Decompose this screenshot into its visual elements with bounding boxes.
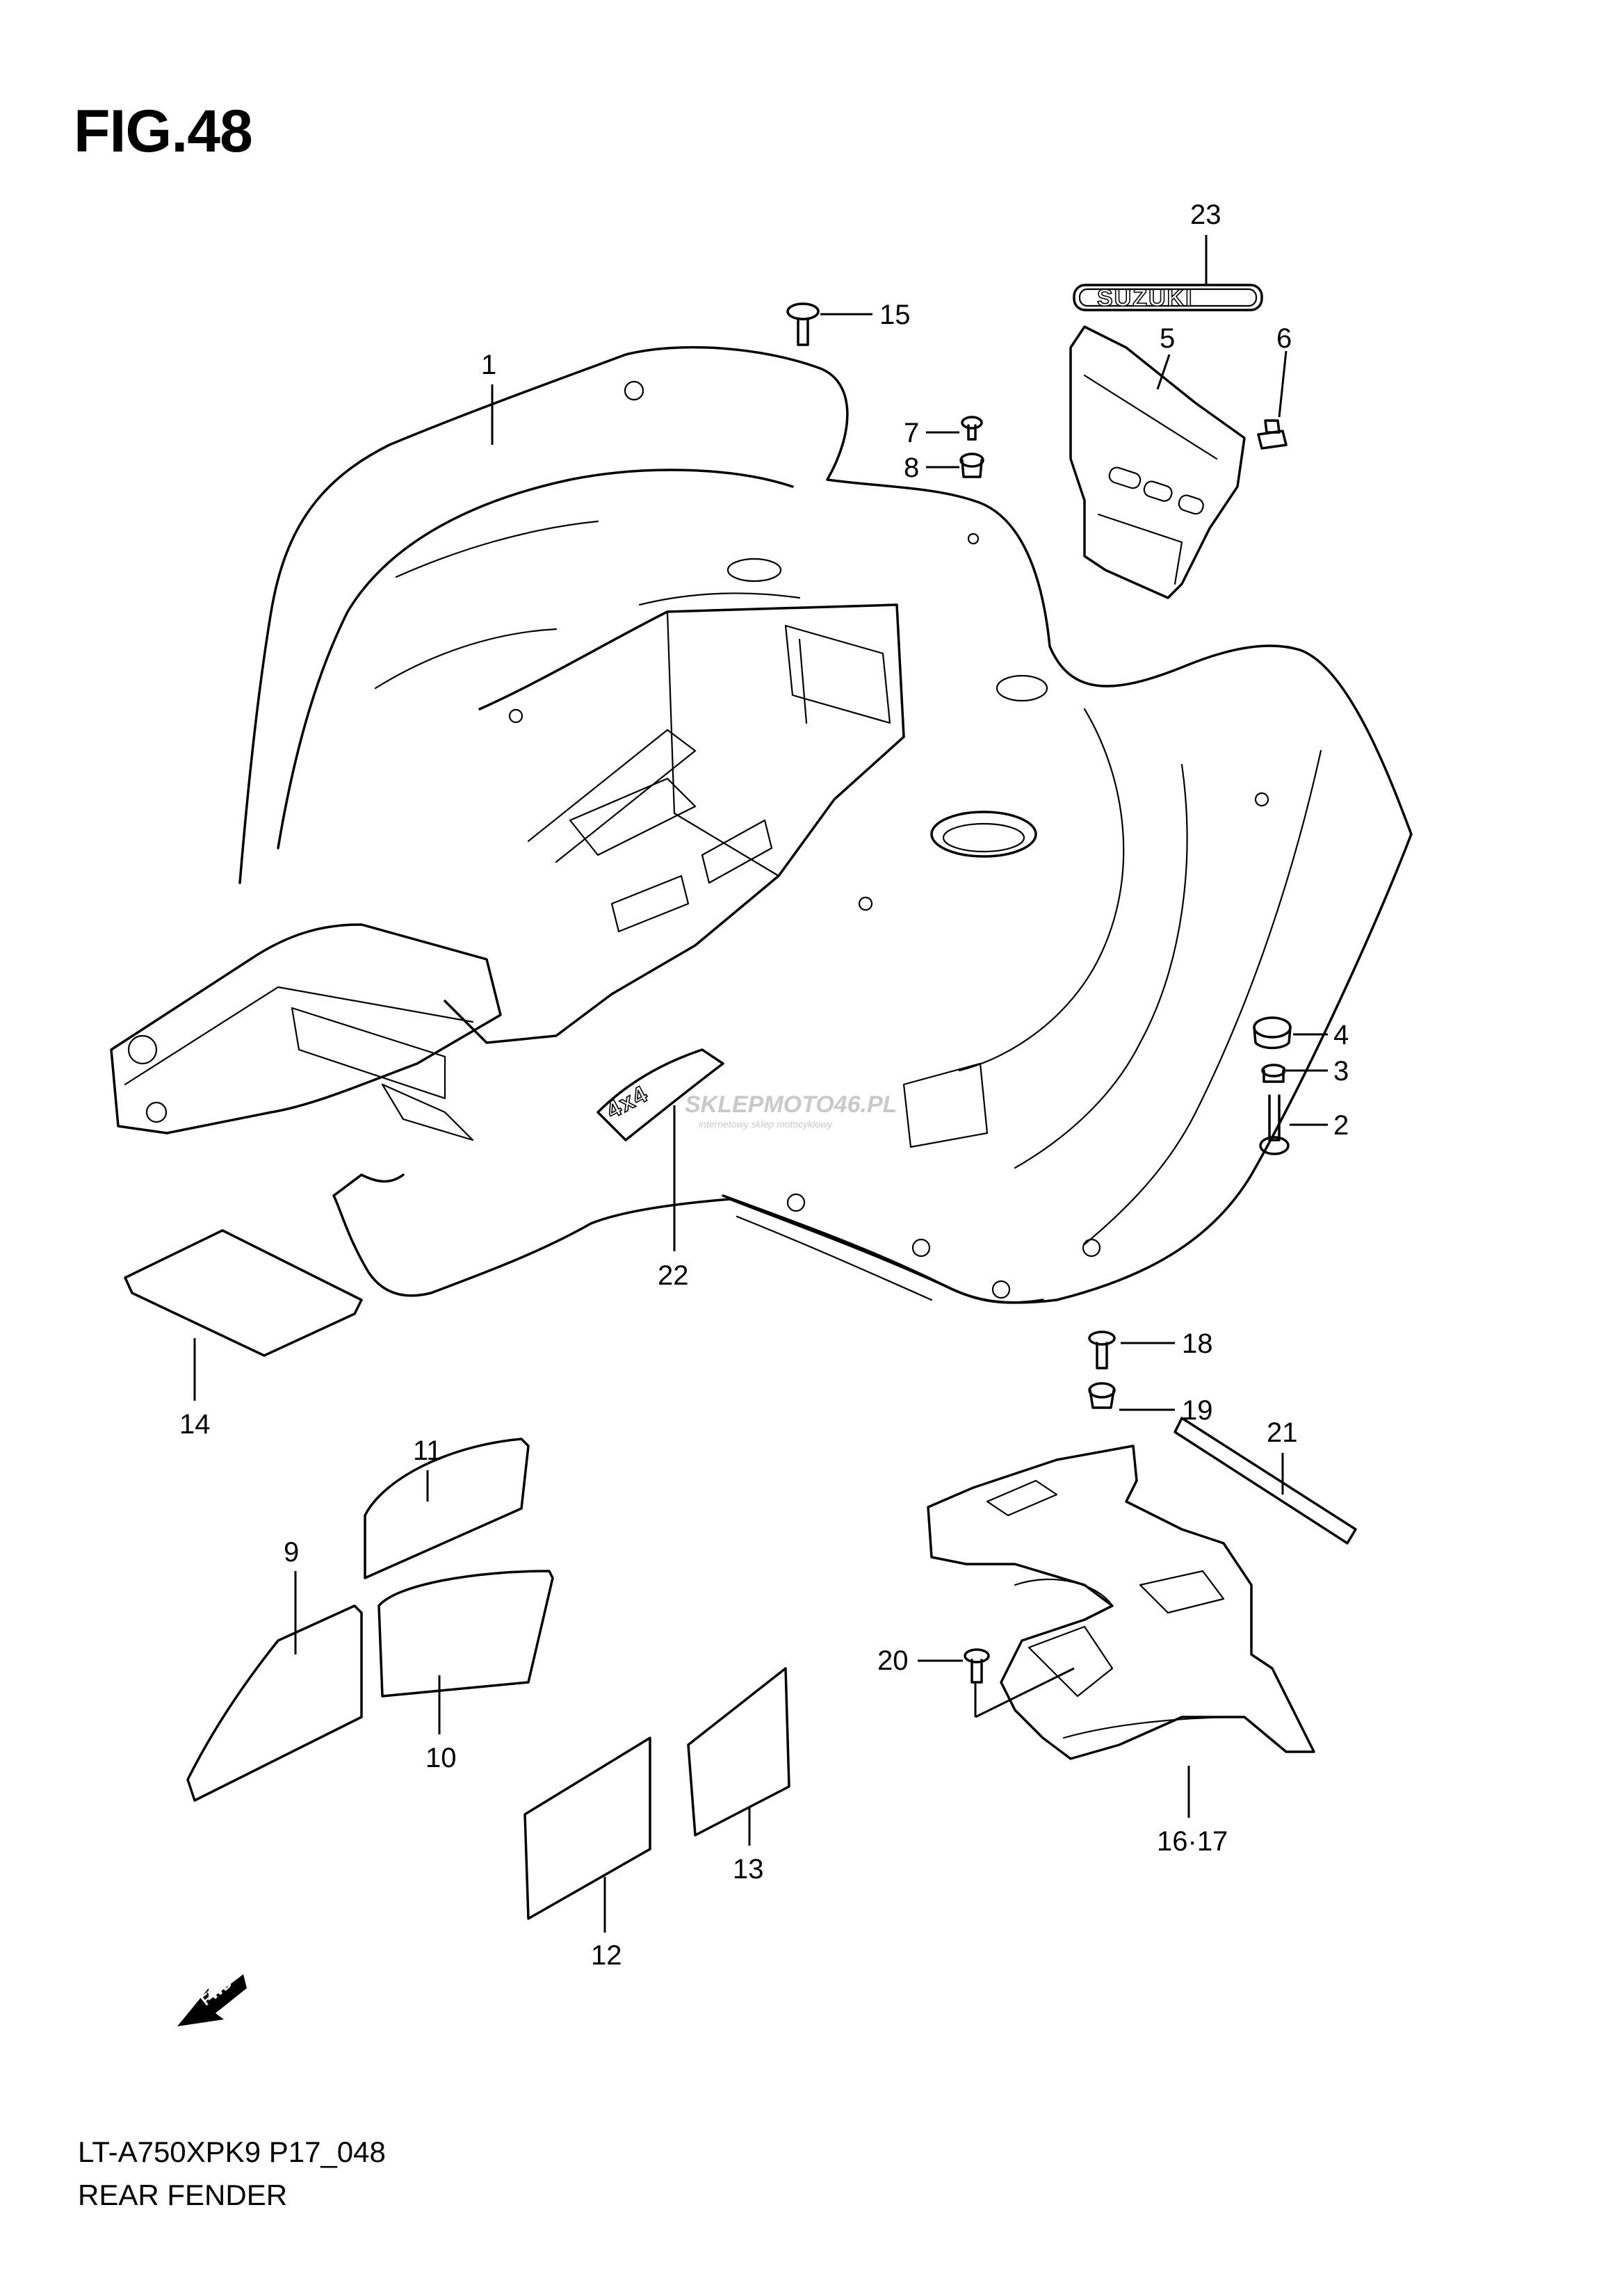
callout-19: 19	[1182, 1395, 1213, 1426]
watermark-subtext: internetowy sklep motocyklowy	[699, 1118, 833, 1130]
pad-12	[523, 1736, 651, 1920]
collar-3	[1261, 1064, 1286, 1083]
callout-14: 14	[179, 1409, 211, 1440]
leader-lines	[193, 235, 1328, 1933]
bolt-15	[786, 302, 820, 346]
callout-12: 12	[591, 1940, 622, 1971]
callout-16-17: 16·17	[1157, 1826, 1228, 1857]
pad-14	[124, 1229, 363, 1357]
callout-11: 11	[413, 1435, 442, 1466]
rear-fender-main: 4x4	[110, 345, 1413, 1304]
figure-title: FIG.48	[74, 98, 253, 165]
callout-5: 5	[1160, 323, 1175, 354]
callout-6: 6	[1276, 323, 1292, 354]
watermark: SKLEPMOTO46.PL internetowy sklep motocyk…	[685, 1091, 897, 1130]
grommet-4	[1253, 1016, 1292, 1050]
pad-9	[186, 1604, 363, 1802]
callout-1: 1	[481, 350, 496, 380]
strip-23	[1174, 1417, 1357, 1545]
decal-4x4-text: 4x4	[602, 1080, 653, 1124]
callout-23: 21	[1267, 1417, 1298, 1448]
mud-guard-16-17	[927, 1445, 1315, 1760]
callout-2: 2	[1333, 1110, 1349, 1141]
pad-13	[687, 1667, 790, 1837]
clip-6	[1257, 419, 1288, 450]
callout-4: 4	[1333, 1020, 1349, 1050]
emblem-text: SUZUKI	[1097, 285, 1194, 311]
nut-8	[959, 453, 984, 478]
callout-22: 23	[1190, 200, 1221, 230]
callout-21: 22	[658, 1260, 689, 1291]
section-name: REAR FENDER	[78, 2179, 288, 2211]
callout-3: 3	[1333, 1056, 1349, 1087]
license-bracket	[1069, 325, 1246, 599]
screw-18	[1088, 1331, 1116, 1369]
callout-10: 10	[425, 1743, 457, 1773]
bolt-2	[1259, 1094, 1290, 1155]
callout-20: 20	[877, 1645, 909, 1676]
screw-20	[964, 1648, 990, 1684]
watermark-text: SKLEPMOTO46.PL	[685, 1091, 897, 1118]
fwd-indicator: FWD	[177, 1974, 247, 2026]
callout-9: 9	[284, 1537, 299, 1568]
suzuki-emblem: SUZUKI	[1073, 284, 1263, 312]
callout-18: 18	[1182, 1328, 1213, 1359]
screw-7	[961, 416, 983, 441]
callout-8: 8	[904, 453, 919, 483]
callout-13: 13	[733, 1854, 764, 1885]
callout-7: 7	[904, 418, 919, 448]
pad-10	[377, 1570, 554, 1698]
callout-labels: 23 15 1 5 6 7 8 4 3 2 22 14 11 9 10 12 1…	[179, 200, 1349, 1971]
nut-19	[1088, 1382, 1116, 1409]
model-code: LT-A750XPK9 P17_048	[78, 2136, 386, 2168]
pad-11	[364, 1438, 530, 1579]
callout-15: 15	[879, 300, 911, 330]
